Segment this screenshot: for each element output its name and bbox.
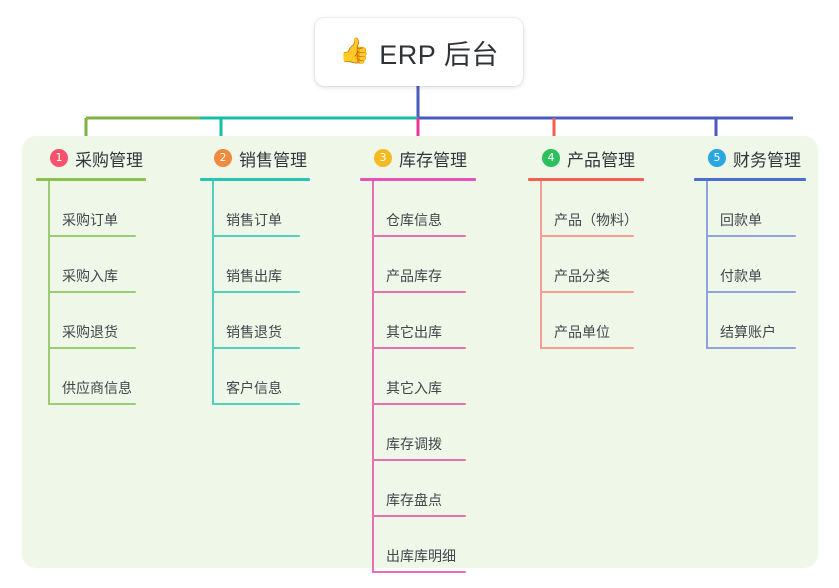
- leaf-item-label: 付款单: [720, 268, 762, 284]
- leaf-item-underline: [706, 291, 796, 293]
- column-stem-1: [48, 181, 50, 405]
- leaf-item-underline: [212, 403, 300, 405]
- column-badge-icon-5: 5: [708, 149, 726, 167]
- column-title-2: 销售管理: [239, 150, 307, 170]
- root-node[interactable]: 👍 ERP 后台: [315, 18, 523, 86]
- leaf-item-underline: [48, 347, 136, 349]
- column-title-3: 库存管理: [399, 150, 467, 170]
- leaf-item-label: 出库库明细: [386, 548, 456, 564]
- leaf-item-label: 供应商信息: [62, 380, 132, 396]
- leaf-item-label: 销售出库: [226, 268, 282, 284]
- column-2: 2 销售管理销售订单销售出库销售退货客户信息: [200, 146, 310, 405]
- leaf-item-label: 仓库信息: [386, 212, 442, 228]
- column-4: 4 产品管理产品（物料） 产品分类产品单位: [528, 146, 644, 349]
- column-header-2[interactable]: 2 销售管理: [200, 146, 310, 181]
- leaf-item-underline: [540, 235, 634, 237]
- leaf-item-label: 采购退货: [62, 324, 118, 340]
- leaf-item-underline: [372, 347, 466, 349]
- column-underline-5: [694, 178, 806, 181]
- leaf-item-label: 产品单位: [554, 324, 610, 340]
- leaf-item-underline: [372, 291, 466, 293]
- leaf-item-label: 回款单: [720, 212, 762, 228]
- leaf-item-underline: [540, 347, 634, 349]
- leaf-item-label: 产品（物料）: [554, 212, 638, 228]
- column-underline-2: [200, 178, 310, 181]
- leaf-item-underline: [372, 515, 466, 517]
- leaf-item-underline: [212, 347, 300, 349]
- leaf-item-underline: [372, 459, 466, 461]
- leaf-item-label: 产品库存: [386, 268, 442, 284]
- column-stem-3: [372, 181, 374, 573]
- leaf-item-underline: [372, 571, 466, 573]
- leaf-item-underline: [706, 235, 796, 237]
- leaf-item-underline: [48, 235, 136, 237]
- leaf-item-underline: [372, 235, 466, 237]
- column-stem-2: [212, 181, 214, 405]
- leaf-item-underline: [48, 403, 136, 405]
- leaf-item-label: 结算账户: [720, 324, 776, 340]
- leaf-item-label: 销售退货: [226, 324, 282, 340]
- branches-panel: [22, 136, 818, 568]
- column-underline-3: [360, 178, 476, 181]
- column-underline-1: [36, 178, 146, 181]
- column-title-5: 财务管理: [733, 150, 801, 170]
- column-stem-5: [706, 181, 708, 349]
- column-badge-icon-2: 2: [214, 149, 232, 167]
- leaf-item-label: 库存调拨: [386, 436, 442, 452]
- column-stem-4: [540, 181, 542, 349]
- column-1: 1 采购管理采购订单采购入库采购退货供应商信息: [36, 146, 146, 405]
- column-underline-4: [528, 178, 644, 181]
- leaf-item-underline: [212, 291, 300, 293]
- leaf-item-label: 产品分类: [554, 268, 610, 284]
- column-title-4: 产品管理: [567, 150, 635, 170]
- leaf-item-underline: [212, 235, 300, 237]
- leaf-item-underline: [706, 347, 796, 349]
- leaf-item-label: 其它出库: [386, 324, 442, 340]
- leaf-item-label: 库存盘点: [386, 492, 442, 508]
- column-header-3[interactable]: 3 库存管理: [360, 146, 476, 181]
- column-badge-icon-4: 4: [542, 149, 560, 167]
- column-badge-icon-3: 3: [374, 149, 392, 167]
- leaf-item-underline: [48, 291, 136, 293]
- column-title-1: 采购管理: [75, 150, 143, 170]
- leaf-item-label: 采购订单: [62, 212, 118, 228]
- leaf-item-underline: [540, 291, 634, 293]
- column-badge-icon-1: 1: [50, 149, 68, 167]
- column-header-1[interactable]: 1 采购管理: [36, 146, 146, 181]
- column-5: 5 财务管理回款单付款单结算账户: [694, 146, 806, 349]
- column-header-4[interactable]: 4 产品管理: [528, 146, 644, 181]
- leaf-item-label: 销售订单: [226, 212, 282, 228]
- column-3: 3 库存管理仓库信息产品库存其它出库其它入库库存调拨库存盘点出库库明细: [360, 146, 476, 573]
- leaf-item-label: 采购入库: [62, 268, 118, 284]
- leaf-item-label: 客户信息: [226, 380, 282, 396]
- root-node-label: ERP 后台: [379, 39, 499, 70]
- thumbs-up-icon: 👍: [339, 36, 371, 65]
- leaf-item-label: 其它入库: [386, 380, 442, 396]
- column-header-5[interactable]: 5 财务管理: [694, 146, 806, 181]
- leaf-item-underline: [372, 403, 466, 405]
